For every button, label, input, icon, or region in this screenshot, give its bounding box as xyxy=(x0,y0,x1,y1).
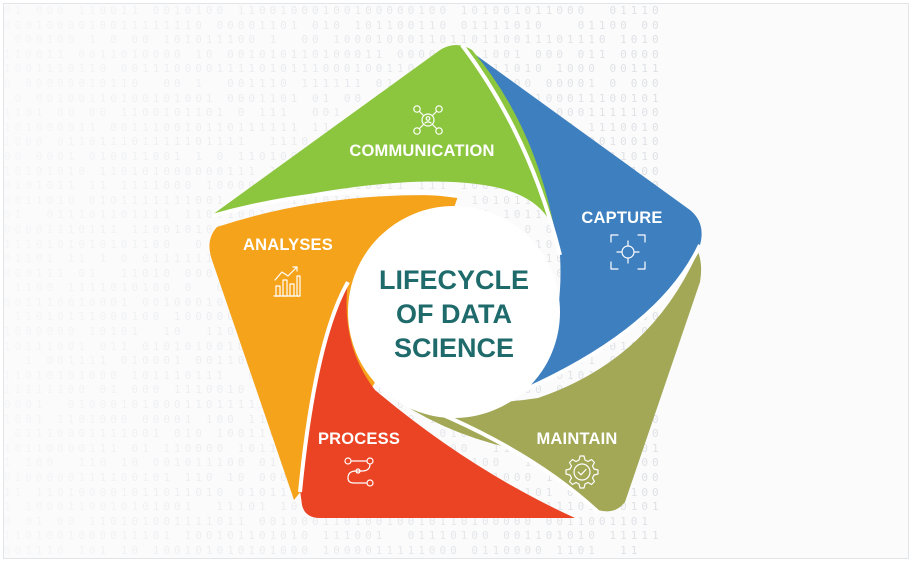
center-title-line1: LIFECYCLE xyxy=(379,265,529,295)
label-capture: CAPTURE xyxy=(581,209,662,227)
center-title-line2: OF DATA xyxy=(396,299,512,329)
segment-maintain[interactable] xyxy=(385,252,702,512)
segment-communication[interactable] xyxy=(212,45,558,250)
separator-line xyxy=(460,43,562,256)
people-network-icon xyxy=(413,105,443,135)
bar-chart-icon xyxy=(273,266,301,297)
label-analyses: ANALYSES xyxy=(243,236,333,254)
separator-line xyxy=(519,244,702,394)
label-process: PROCESS xyxy=(318,430,400,448)
separator-line xyxy=(298,281,350,493)
label-communication: COMMUNICATION xyxy=(349,142,494,160)
focus-target-icon xyxy=(610,234,646,270)
center-title-line3: SCIENCE xyxy=(394,333,514,363)
separator-line xyxy=(211,189,459,218)
workflow-icon xyxy=(344,457,374,487)
gear-check-icon xyxy=(565,455,599,489)
label-maintain: MAINTAIN xyxy=(536,430,617,448)
center-circle xyxy=(348,206,560,418)
